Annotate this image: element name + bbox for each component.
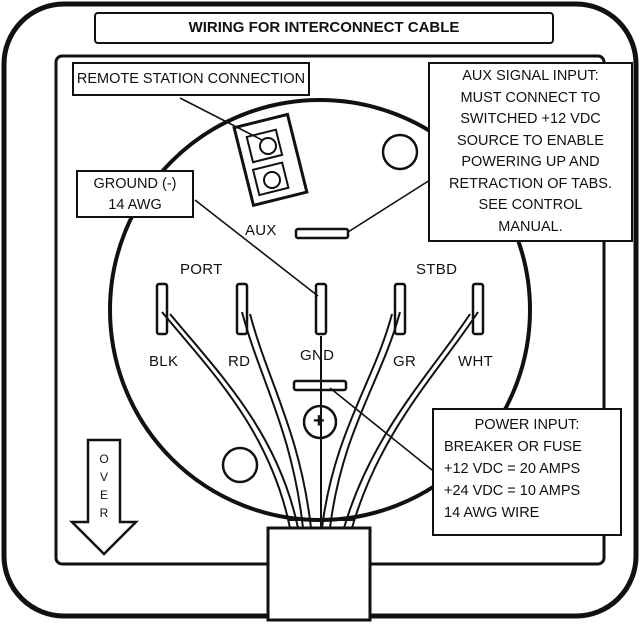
mounting-hole-bottom-left [221, 446, 259, 484]
aux-signal-callout: AUX SIGNAL INPUT: MUST CONNECT TO SWITCH… [428, 62, 633, 242]
positive-symbol: + [313, 410, 325, 432]
rd-label: RD [228, 353, 251, 370]
gnd-label: GND [300, 347, 335, 364]
cable-wires [161, 311, 479, 529]
stbd-label: STBD [416, 261, 458, 278]
gnd-terminal [314, 282, 328, 336]
aux-signal-line-3: SWITCHED +12 VDC [460, 111, 601, 127]
aux-terminal [294, 227, 350, 240]
over-letter-o: O [99, 452, 109, 466]
ground-label-line-1: GROUND (-) [93, 176, 177, 192]
power-input-line-4: +24 VDC = 10 AMPS [444, 483, 581, 499]
remote-station-label: REMOTE STATION CONNECTION [76, 71, 306, 87]
power-input-line-1: POWER INPUT: [474, 417, 580, 433]
aux-signal-line-4: SOURCE TO ENABLE [457, 132, 604, 149]
over-arrow-icon [68, 438, 140, 556]
aux-label: AUX [245, 222, 277, 239]
power-input-callout: POWER INPUT: BREAKER OR FUSE +12 VDC = 2… [432, 408, 622, 536]
over-letter-e: E [99, 488, 108, 502]
ground-callout: GROUND (-) 14 AWG [76, 170, 194, 218]
blk-terminal [155, 282, 169, 336]
diagram-title: WIRING FOR INTERCONNECT CABLE [94, 12, 554, 44]
remote-station-connector [232, 112, 309, 208]
over-letter-r: R [99, 506, 109, 520]
mounting-hole-top-right [381, 133, 419, 171]
gr-label: GR [393, 353, 417, 370]
power-input-line-2: BREAKER OR FUSE [444, 439, 582, 455]
remote-station-callout: REMOTE STATION CONNECTION [72, 62, 310, 96]
wht-label: WHT [458, 353, 494, 370]
cable-jacket [266, 526, 372, 622]
wht-terminal [471, 282, 485, 336]
aux-signal-line-1: AUX SIGNAL INPUT: [462, 68, 599, 84]
leader-lines [179, 97, 433, 471]
aux-signal-line-5: POWERING UP AND [461, 154, 600, 170]
aux-signal-line-8: MANUAL. [498, 218, 563, 235]
blk-label: BLK [149, 353, 179, 370]
power-input-line-3: +12 VDC = 20 AMPS [444, 461, 581, 477]
aux-signal-line-6: RETRACTION OF TABS. [448, 175, 612, 192]
power-input-line-5: 14 AWG WIRE [444, 505, 540, 521]
ground-label-line-2: 14 AWG [108, 197, 162, 213]
port-label: PORT [180, 261, 223, 278]
aux-signal-line-7: SEE CONTROL [478, 197, 583, 213]
over-letter-v: V [99, 470, 108, 484]
aux-signal-line-2: MUST CONNECT TO [460, 89, 601, 106]
